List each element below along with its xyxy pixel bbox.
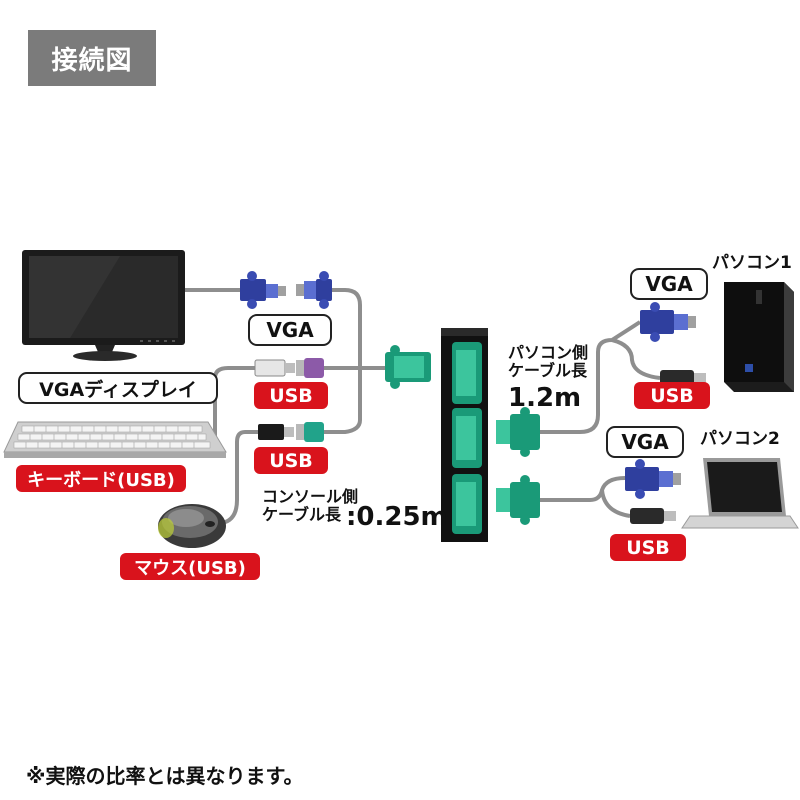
usb-a-connector-icon (254, 359, 295, 377)
vga-label: VGA (248, 314, 332, 346)
pc1-label: パソコン1 (712, 253, 792, 273)
usb-purple-connector-icon (296, 358, 324, 378)
pc2-usb-branch (600, 489, 631, 518)
pc-cable-line2: ケーブル長 (508, 361, 588, 381)
pc2-usb-label: USB (610, 534, 686, 561)
kvm-switch-icon (441, 328, 488, 542)
console-vga-connector-icon (385, 345, 431, 389)
console-vga-loop-cable (330, 288, 362, 434)
vga-connector-icon (296, 271, 332, 309)
usb-a-connector-icon (630, 508, 676, 524)
pc-cable-line1: パソコン側 (508, 343, 589, 362)
footnote: ※実際の比率とは異なります。 (26, 764, 304, 788)
usb-green-connector-icon (296, 422, 324, 442)
usb-a-connector-icon (258, 424, 294, 440)
mouse-label: マウス(USB) (120, 553, 260, 580)
pc1-vga-label: VGA (630, 268, 708, 300)
pc1-usb-branch (611, 338, 661, 380)
mouse-cable (221, 430, 258, 525)
monitor-icon (22, 250, 185, 361)
pc-vga-connector-icon (496, 475, 540, 525)
vga-connector-icon (640, 302, 696, 342)
vga-connector-icon (240, 271, 286, 309)
pc1-cable (540, 320, 642, 434)
pc1-usb-label: USB (634, 382, 710, 409)
console-cable-caption: コンソール側 ケーブル長 (262, 487, 359, 525)
keyboard-icon (3, 421, 227, 458)
vga-display-label: VGAディスプレイ (18, 372, 218, 404)
console-cable-length: :0.25m (346, 502, 448, 532)
console-cable-line2: ケーブル長 (262, 505, 342, 525)
desktop-pc-icon (724, 282, 794, 392)
laptop-icon (681, 458, 799, 529)
pc-cable-length: 1.2m (508, 383, 582, 413)
console-cable-line1: コンソール側 (262, 487, 359, 506)
pc2-cable (540, 476, 626, 502)
mouse-icon (158, 504, 226, 548)
keyboard-label: キーボード(USB) (16, 465, 186, 492)
pc2-label: パソコン2 (700, 429, 780, 449)
cables (185, 288, 661, 525)
usb-label-purple: USB (254, 382, 328, 409)
pc-vga-connector-icon (496, 407, 540, 457)
pc2-vga-label: VGA (606, 426, 684, 458)
usb-label-green: USB (254, 447, 328, 474)
diagram-title: 接続図 (28, 30, 156, 86)
vga-connector-icon (625, 459, 681, 499)
pc-cable-caption: パソコン側 ケーブル長 (508, 343, 589, 381)
